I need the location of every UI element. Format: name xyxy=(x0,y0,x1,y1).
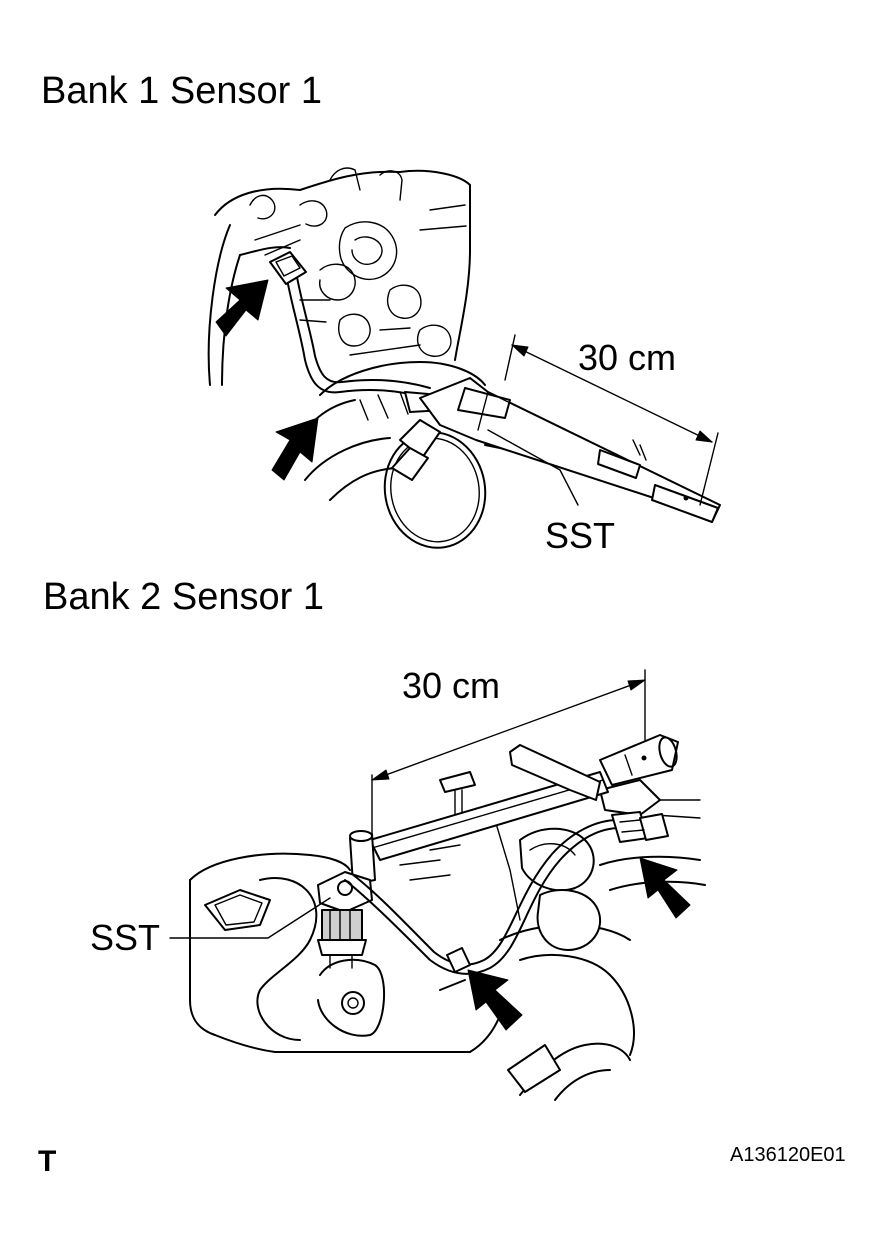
figure-id: A136120E01 xyxy=(730,1144,846,1166)
bank1-dimension-line xyxy=(504,334,719,506)
bank1-dimension-label: 30 cm xyxy=(578,337,677,378)
bank1-sensor-arrow xyxy=(271,417,319,481)
bank2-connector-arrow xyxy=(639,857,691,919)
bank2-sensor-wire xyxy=(344,819,621,975)
bank1-sensor-wire xyxy=(284,265,431,399)
bank1-sst-wrench xyxy=(419,377,721,523)
bank2-dimension-label: 30 cm xyxy=(402,665,501,706)
bank2-engine-illustration xyxy=(189,771,706,1101)
bank2-connector xyxy=(611,811,669,843)
bank1-sst-leader xyxy=(487,429,579,506)
bank1-sensor1-title: Bank 1 Sensor 1 xyxy=(41,70,322,112)
bank2-sensor-arrow xyxy=(467,969,523,1031)
bank2-dimension-line xyxy=(371,669,646,841)
bank1-connector xyxy=(269,251,307,285)
bank2-sst-label: SST xyxy=(90,917,161,958)
bank1-connector-arrow xyxy=(215,279,269,337)
bank1-sst-label: SST xyxy=(545,515,616,556)
bank1-engine-illustration xyxy=(207,167,581,549)
corner-mark: T xyxy=(38,1145,57,1178)
bank2-wire-clip xyxy=(446,947,471,973)
bank2-sst-leader xyxy=(169,897,331,939)
bank2-sst-wrench xyxy=(317,734,679,969)
bank2-sensor1-title: Bank 2 Sensor 1 xyxy=(43,576,324,618)
